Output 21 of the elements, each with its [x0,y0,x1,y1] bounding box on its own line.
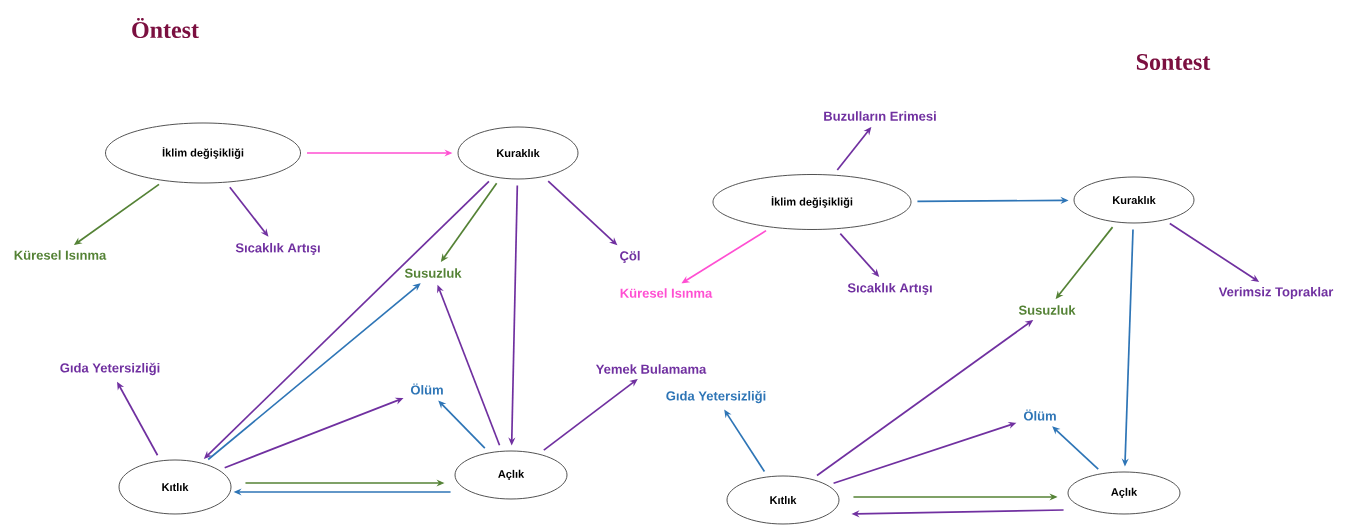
concept-label: Sıcaklık Artışı [847,282,932,296]
arrow [228,186,269,237]
concept-label: Gıda Yetersizliği [666,390,766,404]
panel-heading: Öntest [132,17,199,39]
concept-label: Sıcaklık Artışı [235,242,320,256]
panel-heading: Sontest [1136,53,1211,71]
concept-label: Ölüm [410,383,443,395]
concept-label: Verimsiz Topraklar [1218,286,1334,300]
concept-label: Yemek Bulamama [595,364,707,374]
arrow [542,379,638,451]
concept-label: Buzulların Erimesi [824,111,936,121]
concept-label: Çöl [620,250,640,264]
arrow [438,400,486,450]
arrow [207,283,421,461]
arrow [1052,426,1100,470]
concept-label: Ölüm [1023,409,1056,421]
concept-label: Gıda Yetersizliği [60,362,160,376]
concept-label: Küresel Isınma [14,250,107,260]
concept-label: Susuzluk [1018,305,1076,315]
concept-label: Susuzluk [404,268,462,278]
concept-label: Küresel Isınma [620,288,713,298]
